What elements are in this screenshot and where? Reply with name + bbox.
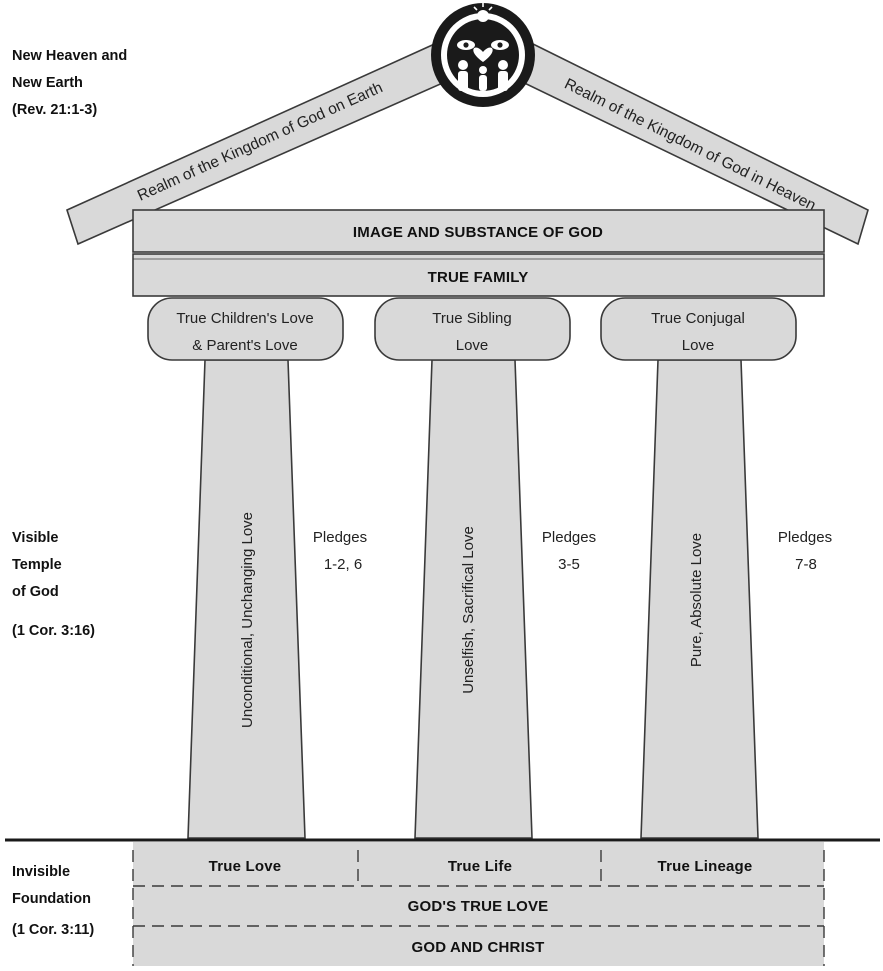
foundation-true-life: True Life [448,858,512,875]
pillar-3-shaft-label: Pure, Absolute Love [688,533,705,667]
label-invisible-ref: (1 Cor. 3:11) [12,922,94,938]
foundation-gods-true-love: GOD'S TRUE LOVE [408,898,549,915]
band-true-family [132,253,825,297]
label-visible-line2: Temple [12,557,62,573]
pillar-1-capital-line1: True Children's Love [176,310,313,327]
label-new-heaven-line1: New Heaven and [12,48,127,64]
family-emblem-icon [431,3,535,107]
pillar-2-pledges-numbers: 3-5 [558,556,580,573]
label-new-heaven-line2: New Earth [12,75,83,91]
band-image-substance [132,209,825,253]
pillar-1-capital-line2: & Parent's Love [192,337,297,354]
label-new-heaven: New Heaven and New Earth (Rev. 21:1-3) [12,48,127,118]
pillar-3-capital [600,297,797,361]
label-visible-line1: Visible [12,530,58,546]
band-true-family-label: TRUE FAMILY [428,269,529,286]
pillar-3-capital-line2: Love [682,337,715,354]
roof-left-label: Realm of the Kingdom of God on Earth [135,79,385,204]
foundation-true-love: True Love [209,858,282,875]
pillar-2-pledges-title: Pledges [542,529,596,546]
pillar-1-pledges-numbers: 1-2, 6 [324,556,362,573]
band-image-substance-label: IMAGE AND SUBSTANCE OF GOD [353,224,603,241]
pillar-sibling: True Sibling Love Unselfish, Sacrifical … [374,297,596,839]
roof-right-label: Realm of the Kingdom of God in Heaven [562,75,819,214]
pillar-1-pledges-title: Pledges [313,529,367,546]
label-visible-ref: (1 Cor. 3:16) [12,623,95,639]
foundation-block [133,842,824,966]
pillar-2-capital [374,297,571,361]
pillar-2-capital-line1: True Sibling [432,310,511,327]
pillar-2-capital-line2: Love [456,337,489,354]
label-new-heaven-ref: (Rev. 21:1-3) [12,102,97,118]
label-visible-temple: Visible Temple of God (1 Cor. 3:16) [12,530,95,639]
pillar-3-capital-line1: True Conjugal [651,310,745,327]
pillar-2-shaft-label: Unselfish, Sacrifical Love [460,526,477,694]
label-invisible-foundation: Invisible Foundation (1 Cor. 3:11) [12,864,94,938]
label-invisible-line1: Invisible [12,864,70,880]
pillar-3-pledges-numbers: 7-8 [795,556,817,573]
label-visible-line3: of God [12,584,59,600]
foundation-true-lineage: True Lineage [658,858,753,875]
label-invisible-line2: Foundation [12,891,91,907]
pillar-children-parent: True Children's Love & Parent's Love Unc… [147,297,367,839]
foundation-god-and-christ: GOD AND CHRIST [411,939,544,956]
pillar-1-shaft-label: Unconditional, Unchanging Love [239,512,256,728]
foundation-dashed-lines [132,850,825,966]
pillar-1-capital [147,297,344,361]
pillar-conjugal: True Conjugal Love Pure, Absolute Love P… [600,297,832,839]
pillar-3-pledges-title: Pledges [778,529,832,546]
